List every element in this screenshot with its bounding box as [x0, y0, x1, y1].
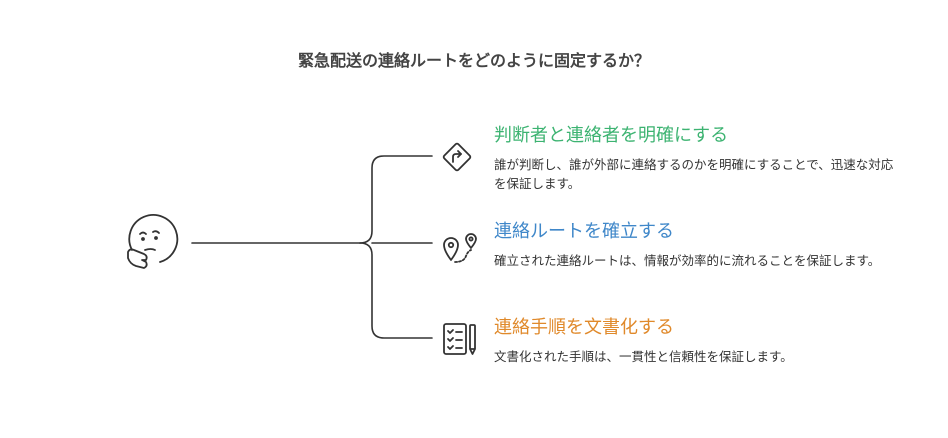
branch-title-3: 連絡手順を文書化する	[494, 317, 674, 338]
checklist-pen-icon	[443, 323, 476, 355]
map-pin-route-icon	[443, 233, 477, 263]
branch-description-3: 文書化された手順は、一貫性と信頼性を保証します。	[494, 349, 793, 364]
thinking-face-icon	[127, 214, 179, 269]
branch-title-1: 判断者と連絡者を明確にする	[494, 125, 729, 146]
branch-connector-3	[359, 242, 433, 339]
branch-description-1: 誰が判断し、誰が外部に連絡するのかを明確にすることで、迅速な対応を保証します。	[494, 157, 894, 191]
branch-description-2: 確立された連絡ルートは、情報が効率的に流れることを保証します。	[494, 253, 881, 268]
route-sign-icon	[442, 142, 472, 172]
diagram-title: 緊急配送の連絡ルートをどのように固定するか？	[297, 51, 650, 70]
branch-connector-1	[359, 155, 433, 244]
branch-title-2: 連絡ルートを確立する	[494, 221, 674, 242]
